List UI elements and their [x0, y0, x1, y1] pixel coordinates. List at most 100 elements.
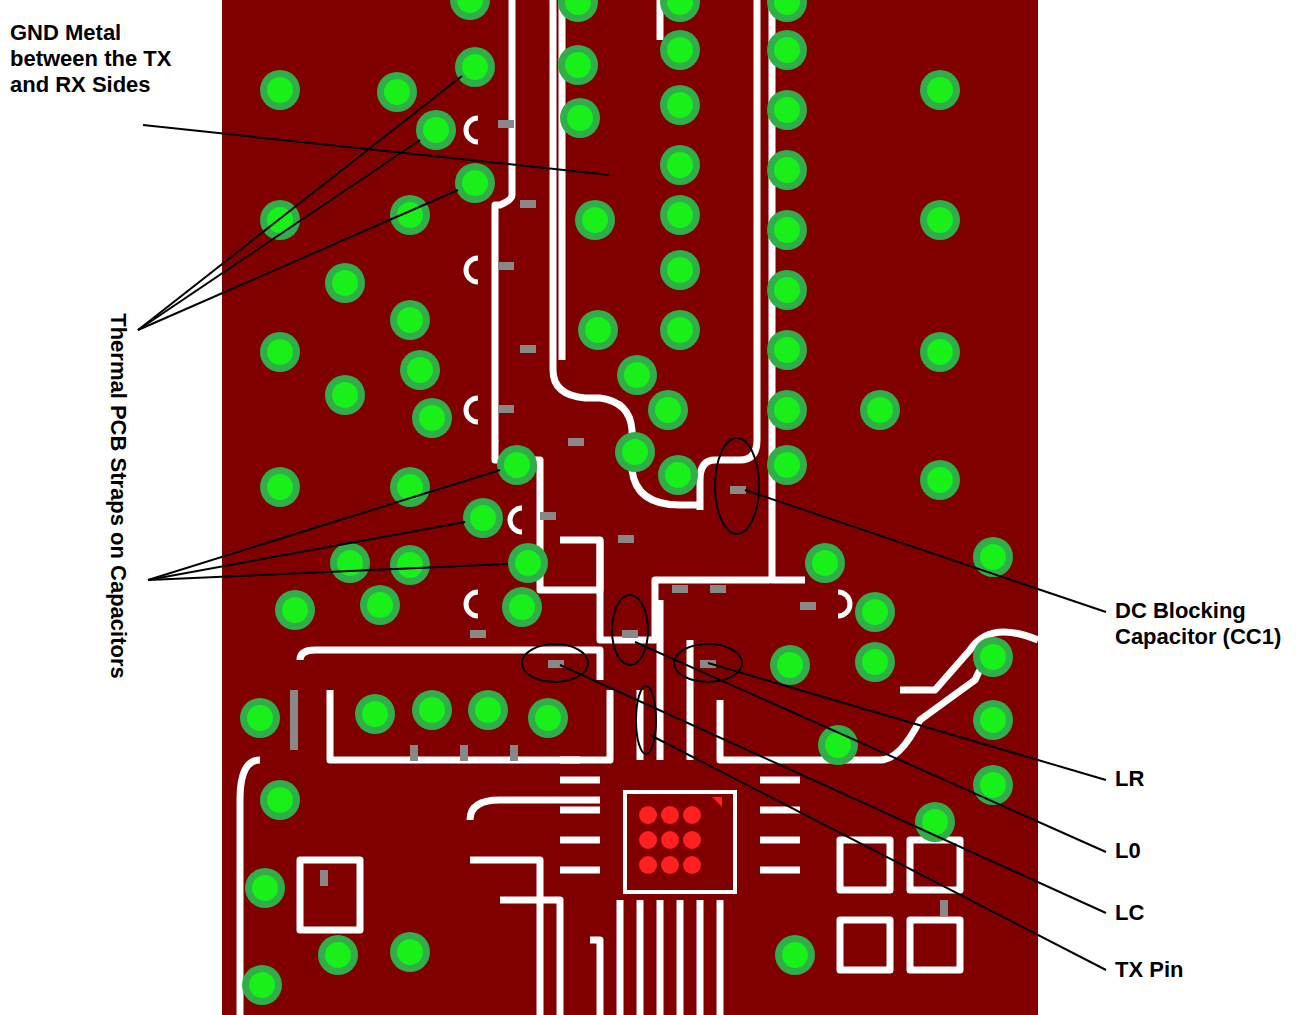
vias — [240, 0, 1013, 1005]
pad — [498, 120, 514, 128]
via — [260, 70, 300, 110]
via — [973, 765, 1013, 805]
via — [767, 330, 807, 370]
trace-gap — [900, 632, 1038, 690]
via — [260, 332, 300, 372]
via — [578, 310, 618, 350]
via — [615, 432, 655, 472]
thermal-strap — [838, 592, 850, 616]
thermal-strap — [466, 258, 478, 282]
callout-ellipse — [522, 644, 588, 682]
pad — [520, 200, 536, 208]
pad — [618, 535, 634, 543]
leader-line — [148, 564, 508, 580]
trace-gap — [492, 0, 512, 440]
via — [767, 210, 807, 250]
ic-via — [661, 831, 679, 849]
via — [390, 545, 430, 585]
via — [973, 700, 1013, 740]
trace-gap — [553, 0, 700, 505]
pad — [568, 438, 584, 446]
callout-label: LC — [1115, 900, 1235, 926]
pad — [540, 512, 556, 520]
ic-via — [683, 856, 701, 874]
pad — [460, 745, 468, 761]
via — [245, 868, 285, 908]
via — [660, 195, 700, 235]
via — [260, 467, 300, 507]
via — [770, 645, 810, 685]
trace-gap — [620, 900, 720, 1015]
via — [497, 445, 537, 485]
via — [318, 935, 358, 975]
pad — [498, 262, 514, 270]
trace-gap — [495, 440, 600, 590]
callout-ellipse — [612, 595, 648, 665]
via — [767, 0, 807, 22]
callout-ellipses — [522, 438, 759, 754]
via — [390, 300, 430, 340]
via — [508, 543, 548, 583]
leader-line — [148, 470, 500, 580]
via — [767, 90, 807, 130]
pad — [320, 870, 328, 886]
leader-line — [138, 76, 462, 330]
via — [455, 47, 495, 87]
via — [767, 445, 807, 485]
via — [325, 263, 365, 303]
pad — [470, 630, 486, 638]
via — [920, 332, 960, 372]
via — [973, 637, 1013, 677]
via — [920, 70, 960, 110]
thermal-strap — [466, 592, 478, 616]
trace-gap — [300, 650, 600, 680]
vertical-callout-label: Thermal PCB Straps on Capacitors — [105, 266, 131, 726]
via — [390, 932, 430, 972]
leader-line — [138, 140, 420, 330]
via — [660, 85, 700, 125]
ic-via — [661, 806, 679, 824]
via — [660, 30, 700, 70]
callout-label: GND Metal between the TX and RX Sides — [10, 20, 180, 98]
thermal-straps — [466, 118, 850, 616]
via — [360, 585, 400, 625]
pad — [730, 486, 746, 494]
via — [855, 592, 895, 632]
leader-line — [635, 642, 1106, 852]
pad — [410, 745, 418, 761]
via — [412, 398, 452, 438]
pad — [622, 630, 638, 638]
via — [660, 250, 700, 290]
via — [648, 390, 688, 430]
via — [412, 690, 452, 730]
via — [260, 780, 300, 820]
thermal-strap — [510, 508, 522, 532]
via — [920, 200, 960, 240]
via — [775, 935, 815, 975]
via — [860, 390, 900, 430]
copper-ground — [222, 0, 1038, 1015]
via — [400, 350, 440, 390]
pad — [290, 690, 298, 750]
via — [463, 498, 503, 538]
via — [560, 98, 600, 138]
via — [767, 270, 807, 310]
ic-via — [639, 806, 657, 824]
via — [558, 0, 598, 22]
leader-line — [143, 125, 610, 175]
thermal-strap — [466, 398, 478, 422]
via — [920, 460, 960, 500]
via — [767, 150, 807, 190]
via — [973, 537, 1013, 577]
pad — [940, 900, 948, 916]
pad — [800, 602, 816, 610]
via — [242, 965, 282, 1005]
leader-line — [148, 522, 465, 580]
via — [658, 455, 698, 495]
via — [390, 467, 430, 507]
via — [767, 390, 807, 430]
ic-package — [625, 792, 735, 892]
pin1-mark — [712, 797, 722, 807]
